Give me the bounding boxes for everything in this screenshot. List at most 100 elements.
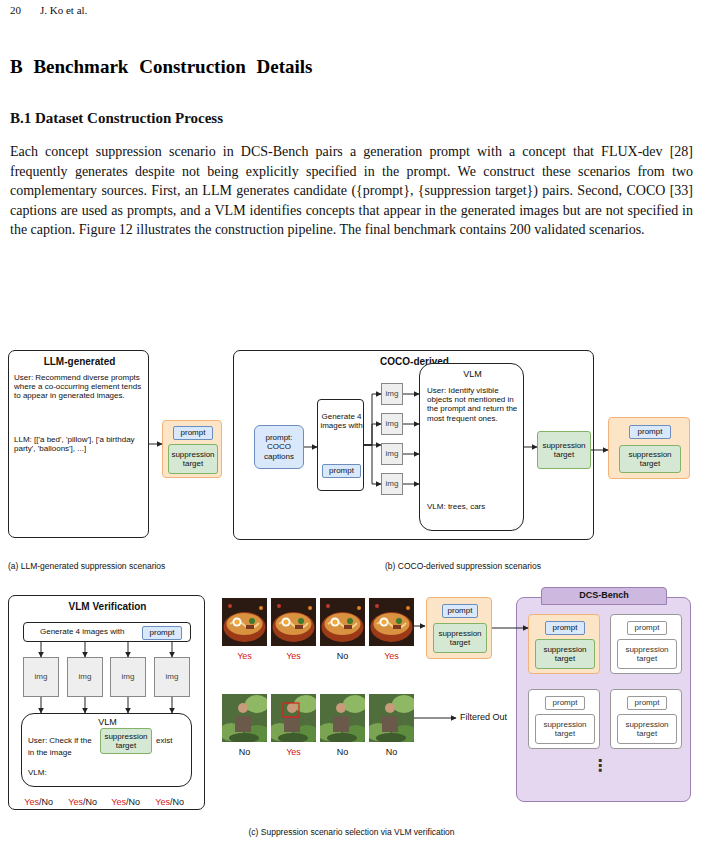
target-text: suppression target	[101, 732, 151, 750]
img-text: img	[34, 672, 49, 681]
prompt-box: prompt	[322, 464, 361, 478]
pair-box: prompt suppression target	[528, 614, 600, 674]
gpair-box: prompt suppression target	[610, 689, 682, 749]
target-box: suppression target	[168, 444, 218, 474]
text-label: No	[323, 651, 363, 661]
text-label: Filtered Out	[460, 712, 530, 722]
text-label: /No	[39, 797, 69, 807]
gprompt-text: prompt	[634, 623, 661, 632]
text-label: B.1 Dataset Construction Process	[10, 110, 610, 127]
blue-box: prompt: COCO captions	[254, 425, 304, 469]
ramen-photos	[222, 598, 414, 646]
prompt-box: prompt	[173, 426, 213, 440]
vlm-text: VLM:	[28, 768, 88, 777]
gpair-box: prompt suppression target	[528, 689, 600, 749]
target-text: suppression target	[620, 450, 680, 468]
gprompt-box: prompt	[627, 696, 667, 710]
prompt-text: prompt	[149, 628, 176, 637]
img-box: img	[23, 657, 59, 697]
vlm-text: User: Identify visible objects not menti…	[427, 386, 519, 423]
flow-arrow	[149, 444, 162, 445]
img-box: img	[381, 383, 403, 405]
text-label: /No	[126, 797, 156, 807]
panel-text: COCO-derived	[234, 356, 595, 368]
pair-box: prompt suppression target	[608, 417, 690, 479]
target-box: suppression target	[619, 445, 681, 473]
img-text: img	[385, 479, 400, 488]
prompt-text: prompt	[180, 428, 207, 437]
text-label: No	[372, 747, 412, 757]
gen-box: Generate 4 images with prompt	[317, 399, 364, 491]
text-label: No	[323, 747, 363, 757]
text-label: (c) Suppression scenario selection via V…	[0, 828, 703, 838]
target-box: suppression target	[100, 728, 152, 754]
text-label: Yes	[10, 797, 39, 807]
img-box: img	[381, 473, 403, 495]
gen-box: Generate 4 images withprompt	[23, 622, 191, 642]
gprompt-box: prompt	[627, 621, 667, 635]
img-text: img	[385, 449, 400, 458]
gprompt-box: prompt	[545, 696, 585, 710]
panel-text: LLM-generated	[9, 356, 150, 368]
gen-text: Generate 4 images with	[320, 412, 363, 430]
gprompt-text: prompt	[552, 698, 579, 707]
text-label: Yes	[274, 747, 314, 757]
text-label: Yes	[97, 797, 126, 807]
gprompt-text: prompt	[634, 698, 661, 707]
gtarget-text: suppression target	[536, 720, 594, 738]
text-label: (b) COCO-derived suppression scenarios	[385, 562, 635, 572]
prompt-text: prompt	[447, 606, 474, 615]
section-heading: B Benchmark Construction Details	[10, 56, 610, 78]
text-label: /No	[83, 797, 113, 807]
img-text: img	[385, 389, 400, 398]
garden-photos	[219, 694, 418, 743]
target-box: suppression target	[433, 623, 487, 653]
text-label: Yes	[372, 651, 412, 661]
img-text: img	[121, 672, 136, 681]
vlm-box: VLM User: Identify visible objects not me…	[419, 363, 524, 531]
panel-text: LLM: [['a bed', 'pillow'], ['a birthday …	[14, 435, 145, 453]
prompt-box: prompt	[629, 425, 671, 439]
gtarget-box: suppression target	[535, 714, 595, 744]
pair-box: prompt suppression target	[162, 420, 222, 478]
prompt-text: prompt	[552, 623, 579, 632]
body-paragraph: Each concept suppression scenario in DCS…	[10, 142, 693, 240]
blue-text: prompt: COCO captions	[255, 433, 303, 461]
text-label: ⋮	[590, 757, 610, 775]
text-label: Yes	[141, 797, 170, 807]
img-box: img	[67, 657, 103, 697]
target-text: suppression target	[536, 645, 594, 663]
dcs-text: DCS-Bench	[541, 587, 667, 605]
gen-text: Generate 4 images with	[40, 627, 150, 636]
vlm-text: VLM: trees, cars	[427, 502, 519, 511]
gtarget-box: suppression target	[617, 714, 677, 744]
panel-text: VLM Verification	[9, 601, 206, 613]
vlm-text: exist	[156, 736, 190, 745]
vlm-text: VLM	[420, 369, 525, 379]
prompt-text: prompt	[637, 427, 664, 436]
img-box: img	[381, 443, 403, 465]
text-label: 20	[10, 4, 40, 17]
panel-box: LLM-generatedUser: Recommend diverse pro…	[8, 350, 149, 538]
target-box: suppression target	[537, 431, 591, 469]
img-text: img	[385, 419, 400, 428]
gpair-box: prompt suppression target	[610, 614, 682, 674]
gtarget-box: suppression target	[617, 639, 677, 669]
pair-box: prompt suppression target	[426, 597, 492, 659]
vlm-text: User: Check if the	[28, 736, 108, 745]
target-text: suppression target	[538, 441, 590, 459]
target-box: suppression target	[535, 639, 595, 669]
img-box: img	[110, 657, 146, 697]
target-text: suppression target	[434, 629, 486, 647]
prompt-text: prompt	[328, 466, 355, 475]
text-label: No	[225, 747, 265, 757]
prompt-box: prompt	[142, 626, 182, 640]
text-label: /No	[170, 797, 200, 807]
panel-box: COCO-derived prompt: COCO captions Generat…	[233, 350, 594, 540]
img-text: img	[78, 672, 93, 681]
img-text: img	[165, 672, 180, 681]
gtarget-text: suppression target	[618, 645, 676, 663]
target-text: suppression target	[169, 450, 217, 468]
text-label: J. Ko et al.	[40, 4, 240, 17]
